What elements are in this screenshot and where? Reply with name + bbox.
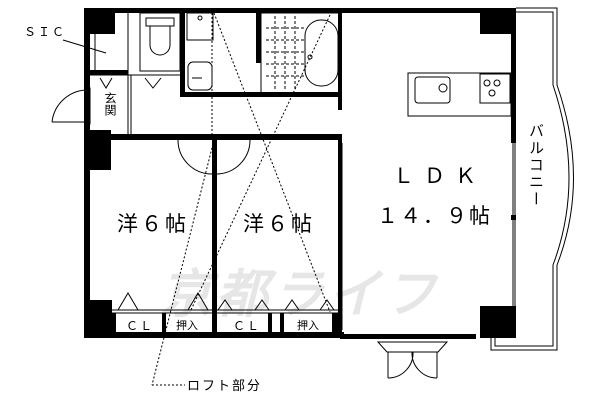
balcony-label: バルコニー <box>527 123 545 208</box>
walls <box>84 8 516 339</box>
closet-1-label: ＣＬ <box>126 319 155 333</box>
loft-annotation: ロフト部分 <box>187 379 263 394</box>
ldk-size-label: １４．９帖 <box>377 204 492 228</box>
western-room-1-label: 洋６帖 <box>117 212 189 236</box>
entrance-label: 玄関 <box>103 92 117 116</box>
ldk-label: ＬＤＫ <box>393 164 486 188</box>
oshiire-1-label: 押入 <box>176 319 198 332</box>
closet-2-label: ＣＬ <box>233 319 262 333</box>
thin-lines <box>51 7 574 386</box>
western-room-2-label: 洋６帖 <box>243 212 315 236</box>
oshiire-2-label: 押入 <box>297 319 319 332</box>
sic-label: ＳＩＣ <box>24 25 67 39</box>
watermark: 京都ライフ <box>160 265 441 325</box>
